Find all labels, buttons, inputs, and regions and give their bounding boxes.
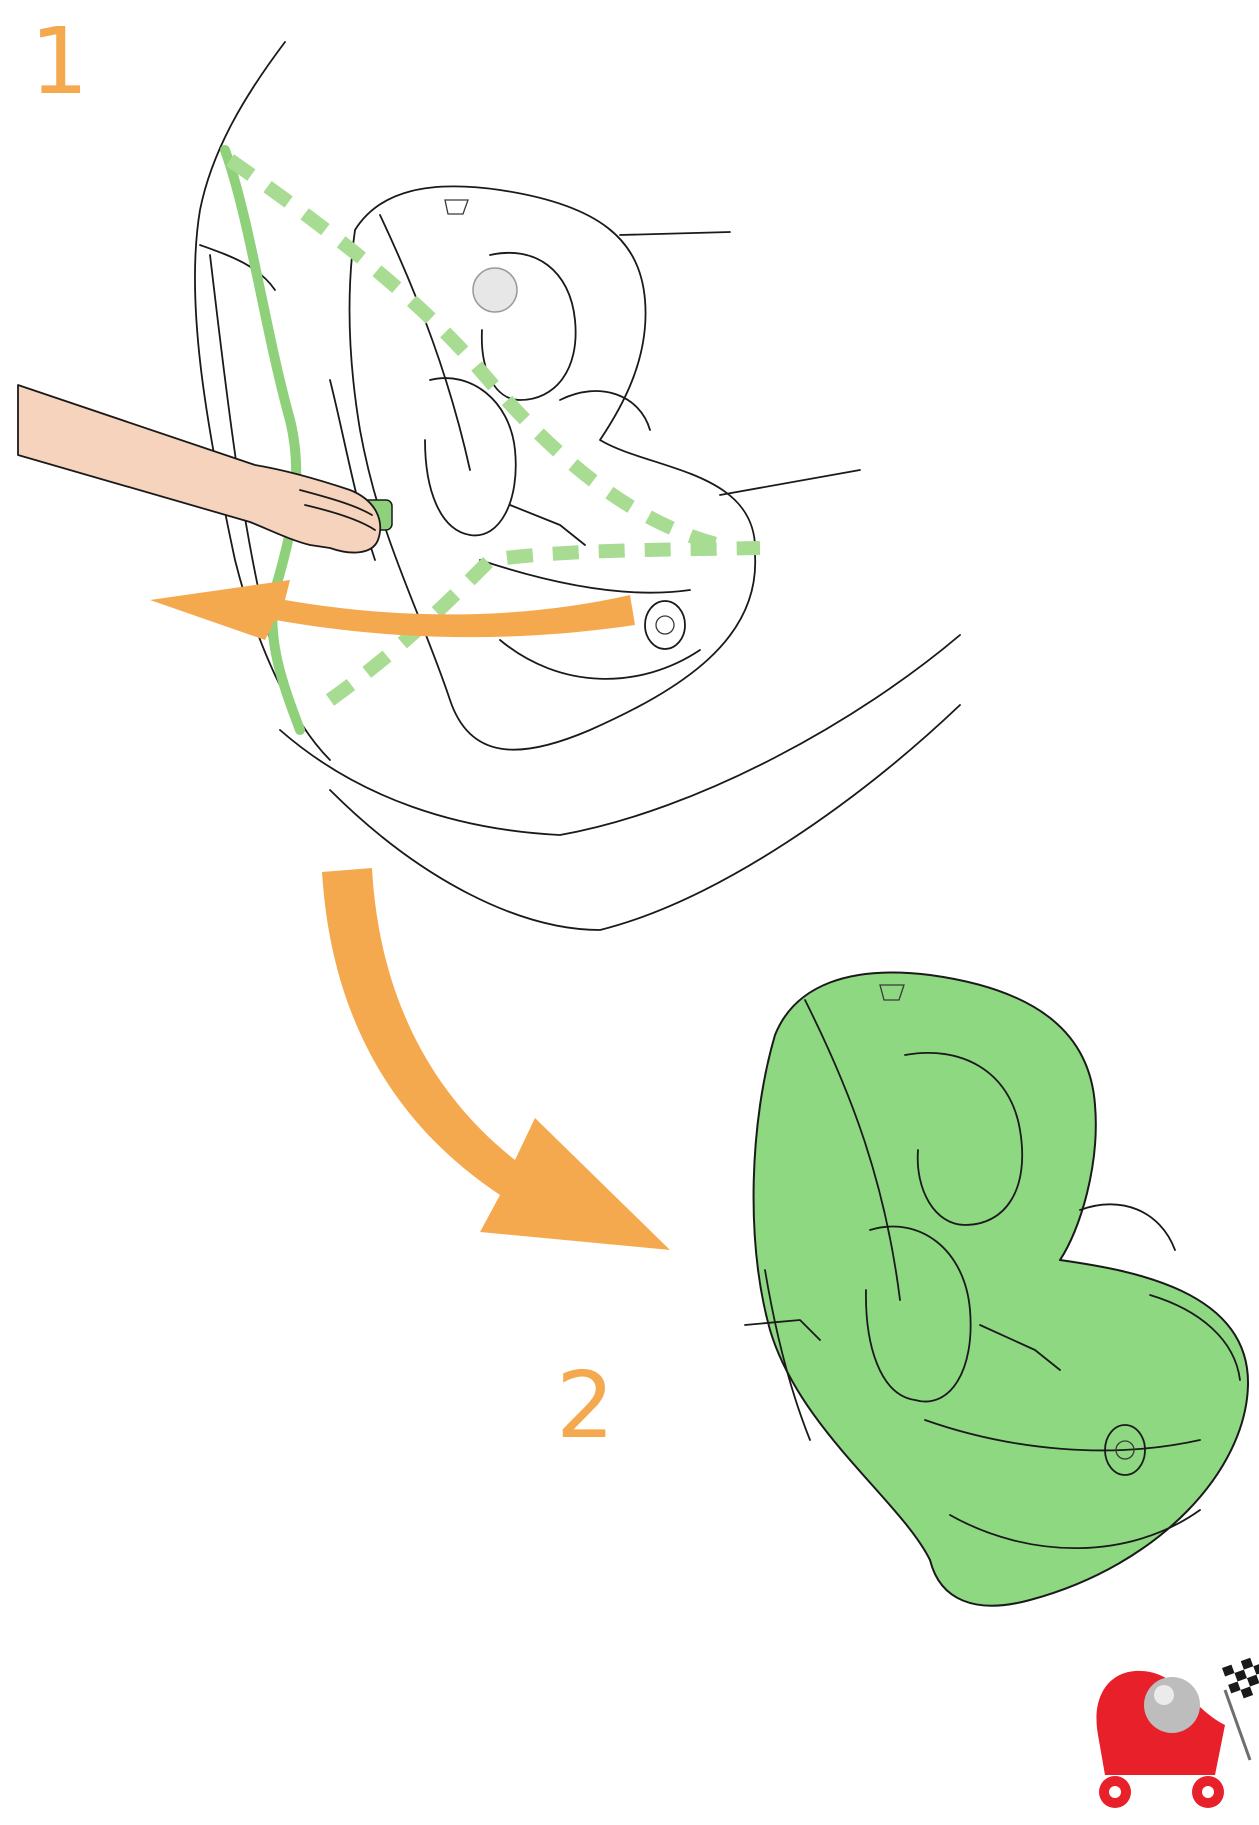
car-seat-installed — [329, 185, 756, 751]
step-number-1: 1 — [30, 8, 89, 115]
step-number-2: 2 — [556, 1352, 615, 1459]
car-interior — [194, 41, 961, 931]
hand-icon — [17, 384, 382, 554]
seat-belt — [220, 145, 761, 735]
car-seat-icon — [744, 971, 1250, 1607]
pull-arrow-icon — [150, 580, 635, 640]
brand-logo-icon — [1096, 1670, 1225, 1808]
curved-arrow-icon — [322, 868, 670, 1250]
checkered-flag-icon — [1222, 1654, 1259, 1761]
